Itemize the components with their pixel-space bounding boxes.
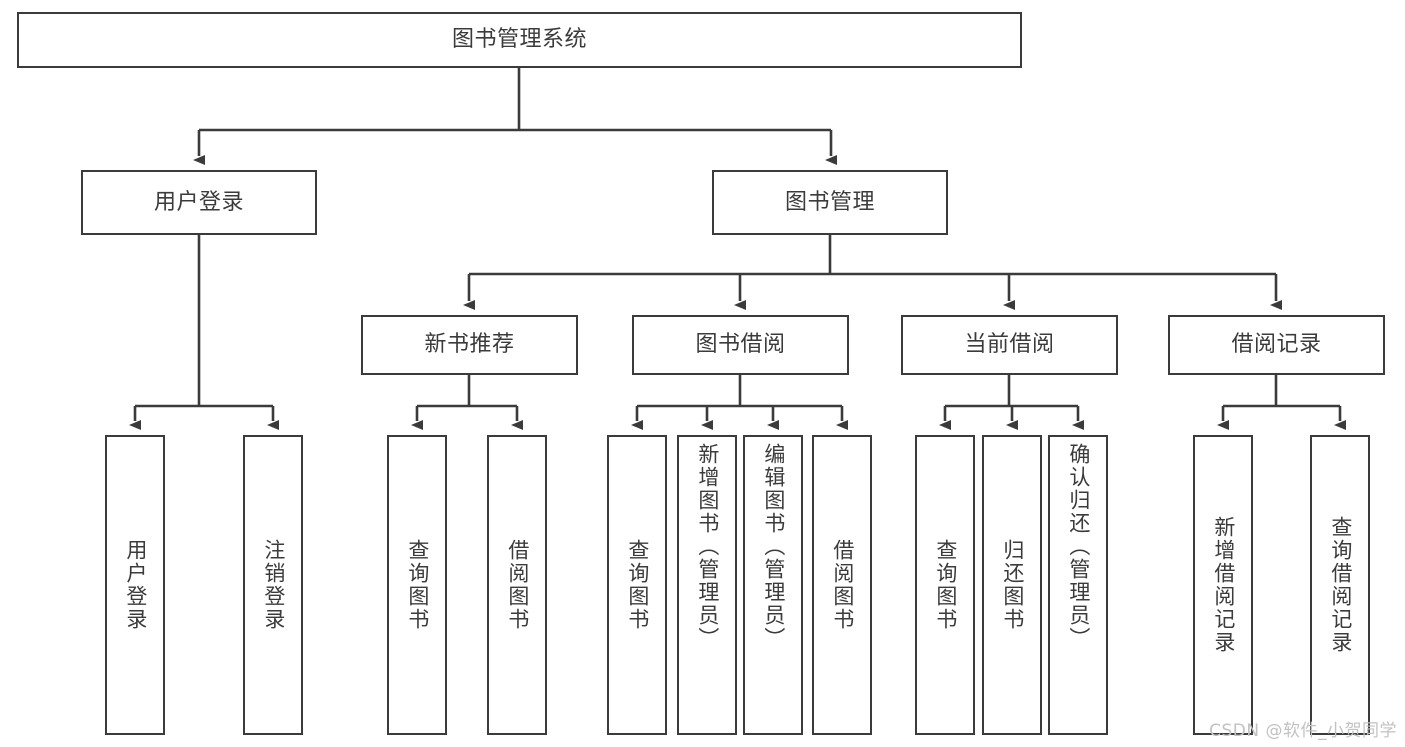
node-book-manage[interactable]: 图书管理 — [712, 170, 948, 235]
node-leaf-confirm-return[interactable]: 确认归还（管理员） — [1048, 435, 1108, 735]
node-leaf-borrow-book-2[interactable]: 借阅图书 — [812, 435, 872, 735]
node-book-borrow-label: 图书借阅 — [695, 332, 786, 358]
node-leaf-edit-book-label: 编辑图书（管理员） — [761, 443, 786, 650]
node-leaf-logout[interactable]: 注销登录 — [243, 435, 303, 735]
node-leaf-return-book-label: 归还图书 — [1000, 539, 1025, 631]
node-leaf-query-book-3[interactable]: 查询图书 — [915, 435, 975, 735]
node-leaf-query-record-label: 查询借阅记录 — [1328, 516, 1353, 654]
node-leaf-user-login-label: 用户登录 — [123, 539, 148, 631]
node-leaf-borrow-book-2-label: 借阅图书 — [830, 539, 855, 631]
node-root[interactable]: 图书管理系统 — [17, 12, 1022, 68]
node-book-manage-label: 图书管理 — [784, 189, 875, 215]
node-leaf-query-book-2-label: 查询图书 — [625, 539, 650, 631]
node-new-book-recommend[interactable]: 新书推荐 — [361, 315, 578, 375]
node-user-login-label: 用户登录 — [153, 189, 244, 215]
node-borrow-record[interactable]: 借阅记录 — [1168, 315, 1385, 375]
node-current-borrow-label: 当前借阅 — [964, 332, 1055, 358]
node-leaf-query-book-1-label: 查询图书 — [405, 539, 430, 631]
node-leaf-add-book-label: 新增图书（管理员） — [695, 443, 720, 650]
node-leaf-borrow-book-1-label: 借阅图书 — [505, 539, 530, 631]
node-current-borrow[interactable]: 当前借阅 — [901, 315, 1118, 375]
node-leaf-query-book-2[interactable]: 查询图书 — [607, 435, 667, 735]
node-leaf-query-book-1[interactable]: 查询图书 — [387, 435, 447, 735]
node-leaf-return-book[interactable]: 归还图书 — [982, 435, 1042, 735]
node-leaf-user-login[interactable]: 用户登录 — [105, 435, 165, 735]
node-borrow-record-label: 借阅记录 — [1231, 332, 1322, 358]
node-leaf-query-record[interactable]: 查询借阅记录 — [1310, 435, 1370, 735]
node-leaf-edit-book[interactable]: 编辑图书（管理员） — [743, 435, 803, 735]
node-leaf-query-book-3-label: 查询图书 — [933, 539, 958, 631]
node-root-label: 图书管理系统 — [451, 27, 587, 53]
node-leaf-add-record[interactable]: 新增借阅记录 — [1193, 435, 1253, 735]
node-user-login[interactable]: 用户登录 — [81, 170, 317, 235]
node-leaf-borrow-book-1[interactable]: 借阅图书 — [487, 435, 547, 735]
node-leaf-add-book[interactable]: 新增图书（管理员） — [677, 435, 737, 735]
node-leaf-confirm-return-label: 确认归还（管理员） — [1066, 443, 1091, 650]
node-new-book-recommend-label: 新书推荐 — [424, 332, 515, 358]
node-book-borrow[interactable]: 图书借阅 — [632, 315, 849, 375]
node-leaf-add-record-label: 新增借阅记录 — [1211, 516, 1236, 654]
node-leaf-logout-label: 注销登录 — [261, 539, 286, 631]
